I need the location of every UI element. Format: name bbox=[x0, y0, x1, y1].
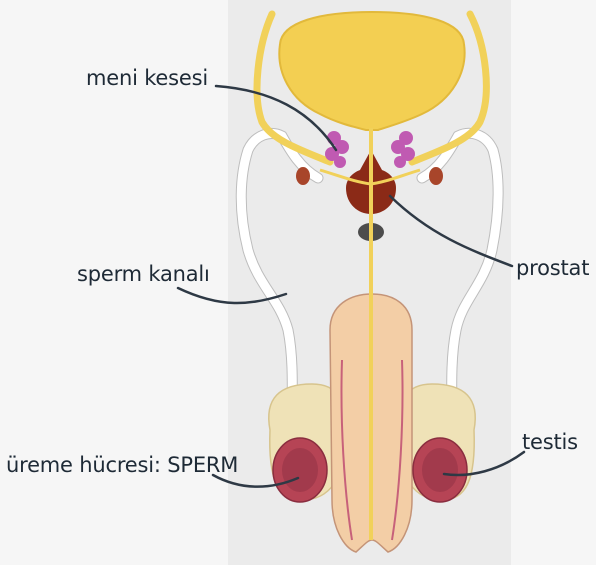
label-meni-kesesi: meni kesesi bbox=[86, 66, 208, 90]
label-prostat: prostat bbox=[516, 256, 589, 280]
label-testis: testis bbox=[522, 430, 578, 454]
label-sperm-kanali: sperm kanalı bbox=[77, 262, 210, 286]
label-ureme-hucresi: üreme hücresi: SPERM bbox=[6, 453, 238, 477]
